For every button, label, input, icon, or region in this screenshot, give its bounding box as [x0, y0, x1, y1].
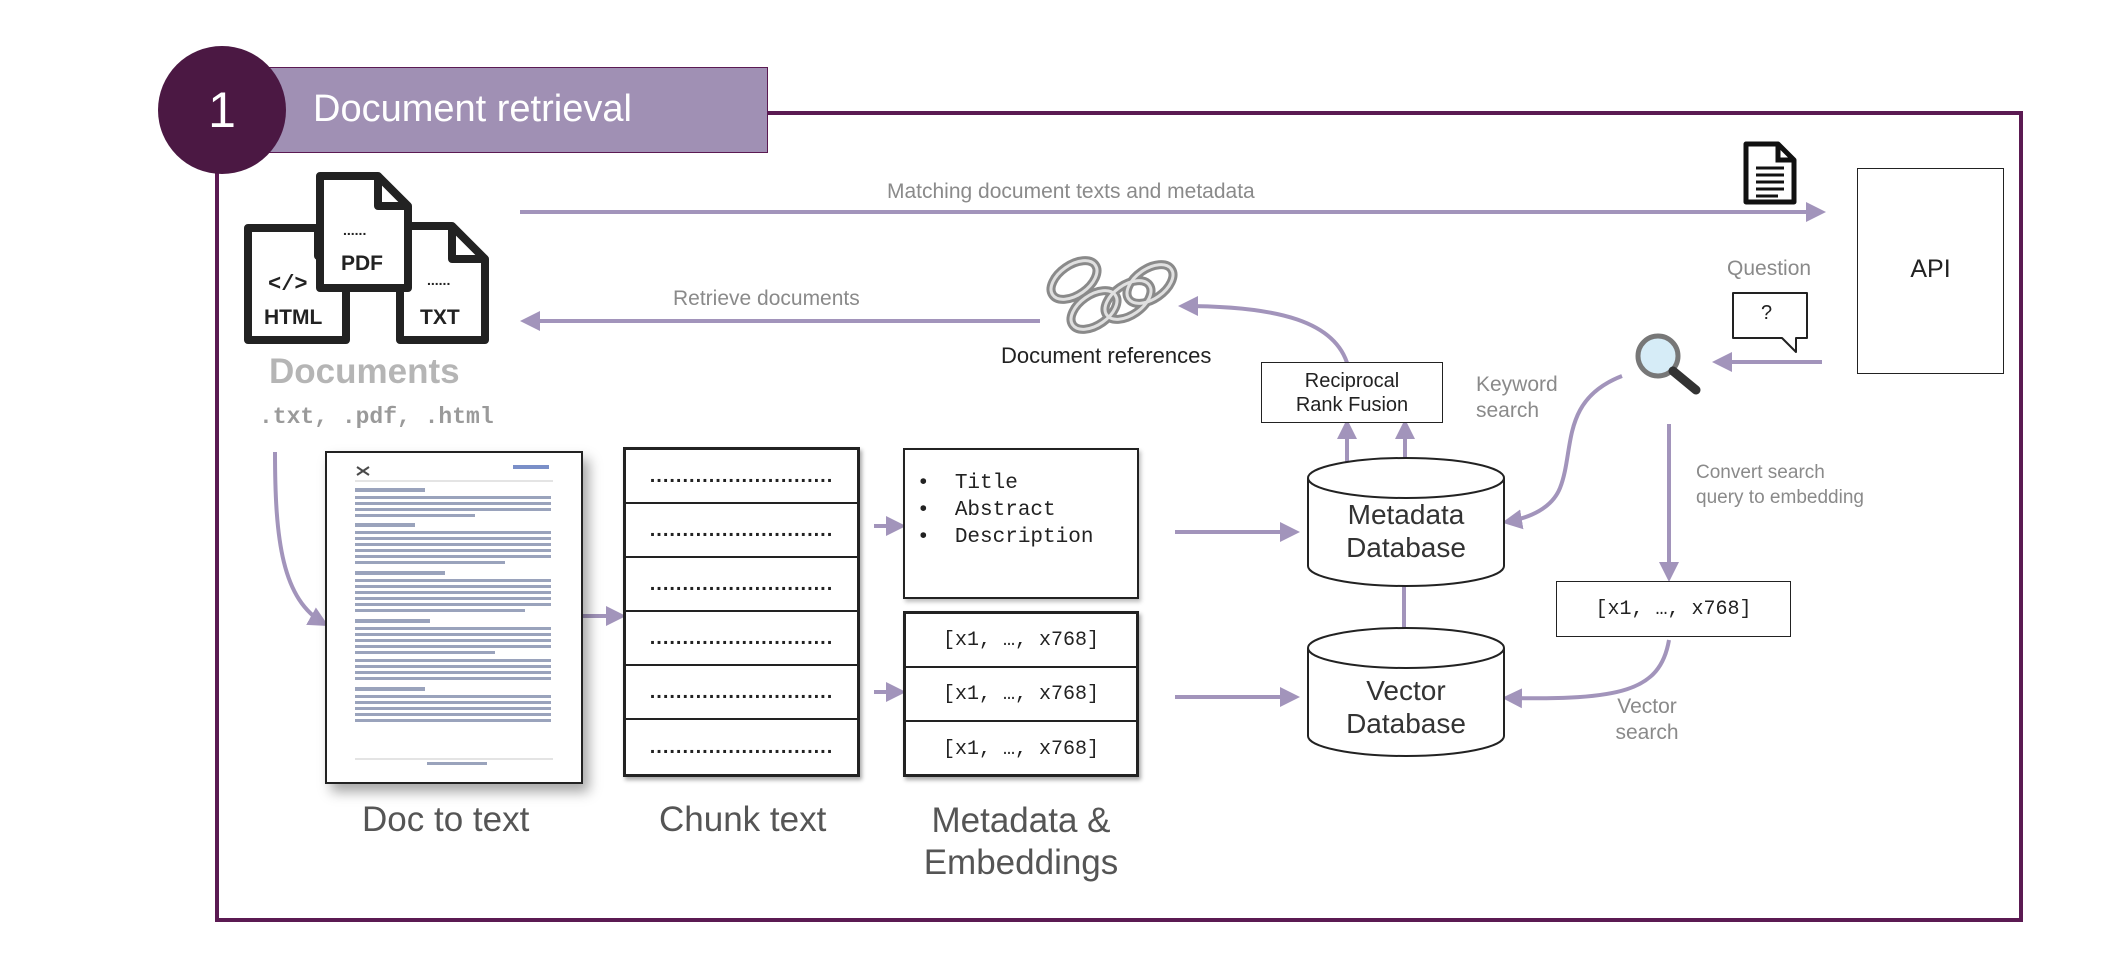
question-mark: ?: [1761, 302, 1773, 324]
metadata-fields-box: • Title • Abstract • Description: [903, 448, 1139, 599]
document-references-label: Document references: [1001, 343, 1212, 368]
txt-file-icon: [396, 222, 489, 344]
doc-page-lines: [355, 465, 553, 765]
embedding-vector: [x1, …, x768]: [942, 737, 1100, 761]
api-box: API: [1857, 168, 2004, 374]
chunk-dots: ............................: [649, 572, 834, 595]
metadata-database-cylinder: [1307, 457, 1505, 587]
chunk-row: ............................: [626, 504, 857, 558]
arrow-documents-to-doctotext: [273, 451, 329, 626]
metadata-field-description: Description: [954, 526, 1094, 549]
embedding-row: [x1, …, x768]: [906, 722, 1136, 776]
section-title: Document retrieval: [313, 88, 632, 130]
chunk-row: ............................: [626, 720, 857, 774]
step-number: 1: [208, 82, 236, 138]
arrow-keyword-search: [1502, 374, 1623, 530]
arrow-fusion-to-references: [1178, 296, 1350, 367]
documents-extensions: .txt, .pdf, .html: [259, 404, 494, 430]
chunk-dots: ............................: [649, 464, 834, 487]
rank-fusion-line-1: Reciprocal: [1304, 369, 1400, 392]
embeddings-stack: [x1, …, x768] [x1, …, x768] [x1, …, x768…: [903, 611, 1139, 777]
api-label: API: [1910, 255, 1951, 283]
label-question: Question: [1727, 257, 1812, 280]
chain-link-icon: [1046, 256, 1178, 334]
metadata-field-abstract: Abstract: [954, 499, 1056, 522]
vector-database-cylinder: [1307, 627, 1505, 757]
stage-label-doc-to-text: Doc to text: [362, 800, 530, 839]
stage-label-chunk-text: Chunk text: [659, 800, 827, 839]
html-icon-glyph: </>: [268, 272, 308, 297]
stage-label-metadata-embeddings: Metadata &Embeddings: [923, 801, 1119, 882]
doc-page-preview: [325, 451, 583, 784]
txt-icon-label: TXT: [420, 306, 460, 329]
section-banner: [255, 67, 768, 153]
chunk-row: ............................: [626, 450, 857, 504]
rank-fusion-line-2: Rank Fusion: [1295, 393, 1409, 416]
documents-title: Documents: [269, 352, 460, 391]
chunk-row: ............................: [626, 666, 857, 720]
embedding-vector: [x1, …, x768]: [942, 682, 1100, 706]
section-frame: [215, 111, 2023, 922]
embedding-row: [x1, …, x768]: [906, 614, 1136, 668]
chunk-dots: ............................: [649, 680, 834, 703]
chunk-dots: ............................: [649, 518, 834, 541]
pdf-file-icon: [316, 172, 412, 292]
query-vector-box: [x1, …, x768]: [1556, 581, 1791, 637]
metadata-field: • Abstract: [917, 499, 1056, 522]
embedding-vector: [x1, …, x768]: [942, 628, 1100, 652]
step-badge: 1: [158, 46, 286, 174]
search-icon: [1635, 333, 1701, 395]
metadata-field: • Title: [917, 472, 1018, 495]
embedding-row: [x1, …, x768]: [906, 668, 1136, 722]
chunk-row: ............................: [626, 612, 857, 666]
metadata-field-title: Title: [954, 472, 1018, 495]
chunk-stack: ............................ ...........…: [623, 447, 860, 777]
rank-fusion-box: Reciprocal Rank Fusion: [1261, 362, 1443, 423]
pdf-icon-glyph: ......: [343, 222, 367, 238]
txt-icon-glyph: ......: [427, 272, 451, 288]
arrow-vector-search: [1502, 639, 1671, 709]
html-icon-label: HTML: [264, 306, 323, 329]
document-icon: [1743, 141, 1797, 205]
chunk-row: ............................: [626, 558, 857, 612]
label-matching: Matching document texts and metadata: [887, 180, 1255, 203]
documents-icon-group: [244, 172, 489, 344]
chunk-dots: ............................: [649, 735, 834, 758]
question-bubble-icon: [1732, 292, 1808, 353]
metadata-field: • Description: [917, 526, 1094, 549]
label-retrieve-documents: Retrieve documents: [673, 287, 860, 310]
pdf-icon-label: PDF: [341, 252, 383, 275]
query-vector-text: [x1, …, x768]: [1595, 597, 1752, 621]
chunk-dots: ............................: [649, 626, 834, 649]
